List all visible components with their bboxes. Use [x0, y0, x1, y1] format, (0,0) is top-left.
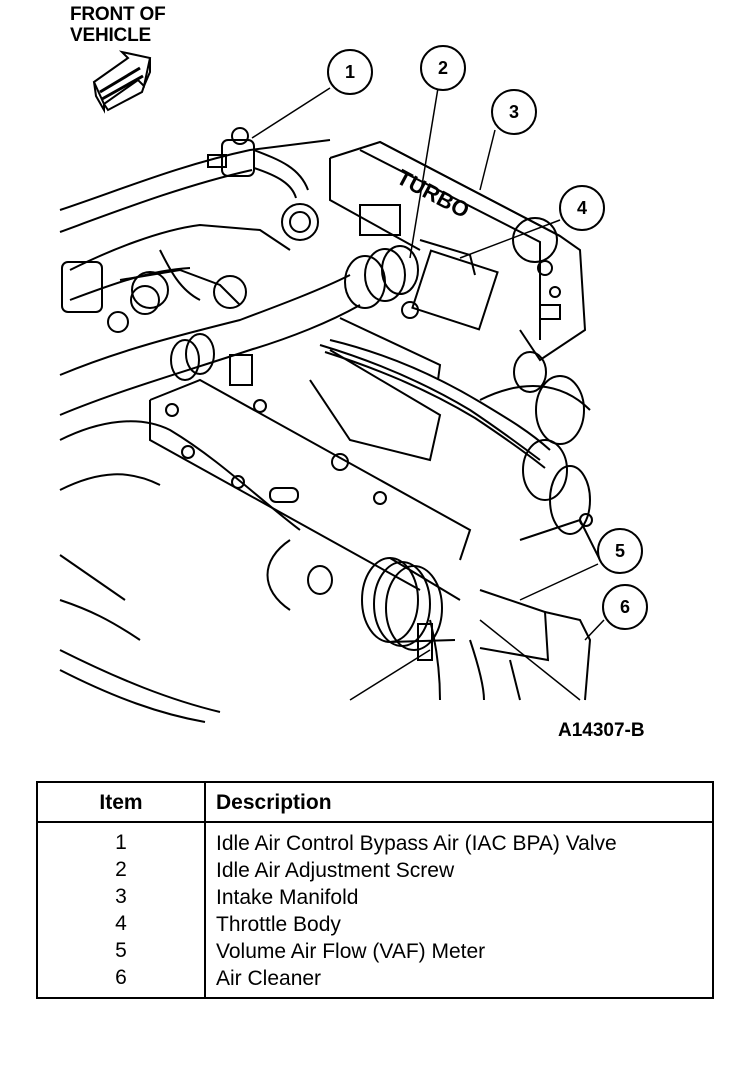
- item-number: 3: [37, 885, 206, 912]
- item-number: 1: [37, 822, 206, 858]
- leader-lines: [251, 87, 605, 701]
- item-description: Idle Air Adjustment Screw: [216, 859, 455, 882]
- table-row: 2 Idle Air Adjustment Screw: [37, 858, 713, 885]
- intake-runners: [61, 223, 291, 333]
- table-row: 6 Air Cleaner: [37, 966, 713, 998]
- iac-bpa-valve: [207, 127, 309, 199]
- item-number: 4: [37, 912, 206, 939]
- svg-text:3: 3: [509, 102, 519, 122]
- callout-4: 4: [559, 185, 605, 231]
- wiring-harness: [319, 317, 591, 501]
- item-description: Air Cleaner: [216, 967, 322, 990]
- svg-text:4: 4: [577, 198, 587, 218]
- legend-header-row: Item Description: [37, 782, 713, 823]
- svg-text:TURBO: TURBO: [393, 164, 474, 223]
- table-row: 4 Throttle Body: [37, 912, 713, 939]
- item-number: 5: [37, 939, 206, 966]
- item-description: Idle Air Control Bypass Air (IAC BPA) Va…: [216, 832, 617, 855]
- svg-text:5: 5: [615, 541, 625, 561]
- front-of-vehicle-label: FRONT OF VEHICLE: [70, 4, 166, 46]
- item-description: Throttle Body: [216, 913, 341, 936]
- front-label-line1: FRONT OF: [70, 4, 166, 25]
- callout-6: 6: [602, 584, 648, 630]
- intake-hose: [59, 245, 419, 416]
- callout-2: 2: [420, 45, 466, 91]
- air-cleaner: [519, 465, 601, 701]
- callout-5: 5: [597, 528, 643, 574]
- cylinder-head: [149, 349, 472, 591]
- cam-cover: TURBO: [329, 140, 587, 393]
- svg-text:1: 1: [345, 62, 355, 82]
- callout-1: 1: [327, 49, 373, 95]
- svg-text:6: 6: [620, 597, 630, 617]
- vaf-meter-duct: [59, 420, 550, 701]
- callout-3: 3: [491, 89, 537, 135]
- engine-diagram: FRONT OF VEHICLE: [59, 4, 648, 741]
- fender-outline: [59, 139, 331, 723]
- item-description: Intake Manifold: [216, 886, 359, 909]
- description-column-header: Description: [205, 782, 713, 823]
- legend-table: Item Description 1 Idle Air Control Bypa…: [36, 781, 714, 999]
- table-row: 1 Idle Air Control Bypass Air (IAC BPA) …: [37, 822, 713, 858]
- item-column-header: Item: [37, 782, 206, 823]
- front-direction-arrow-icon: [92, 50, 152, 114]
- item-description: Volume Air Flow (VAF) Meter: [216, 940, 486, 963]
- figure-id: A14307-B: [558, 720, 645, 741]
- svg-text:2: 2: [438, 58, 448, 78]
- engine-illustration: TURBO: [59, 45, 648, 723]
- item-number: 6: [37, 966, 206, 998]
- item-number: 2: [37, 858, 206, 885]
- table-row: 5 Volume Air Flow (VAF) Meter: [37, 939, 713, 966]
- table-row: 3 Intake Manifold: [37, 885, 713, 912]
- throttle-body: [281, 203, 499, 331]
- front-label-line2: VEHICLE: [70, 25, 151, 46]
